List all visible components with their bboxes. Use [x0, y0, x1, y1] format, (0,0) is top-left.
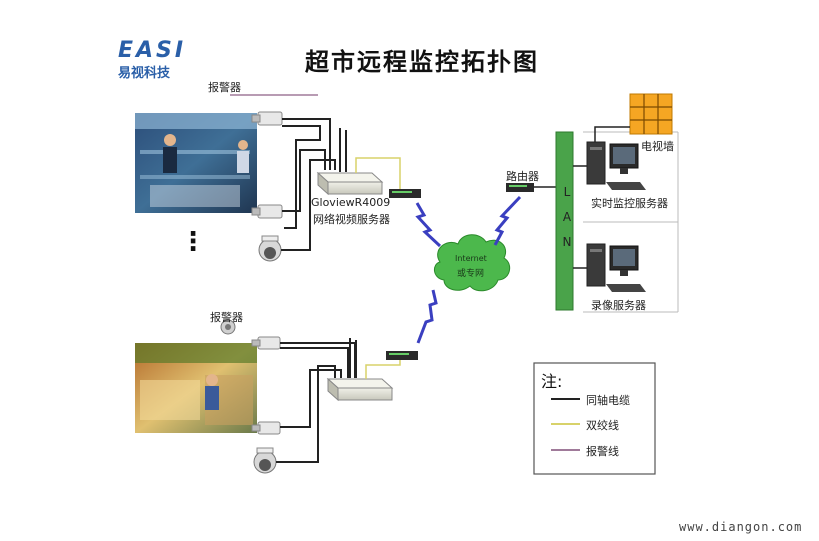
alarm-label-bottom: 报警器: [210, 311, 243, 324]
internet-cloud: [434, 234, 511, 292]
lightning-links: [415, 195, 522, 344]
router-1: [389, 189, 421, 198]
router-label: 路由器: [506, 170, 539, 183]
lan-letter-a: A: [562, 210, 572, 224]
server1-antennas: [339, 128, 347, 172]
dome-camera-2: [253, 447, 277, 474]
watermark: www.diangon.com: [679, 520, 803, 534]
coax-cables-group-2: [276, 342, 356, 463]
server-model-label: GloviewR4009: [311, 196, 391, 209]
monitor-server-pc: [586, 141, 646, 190]
legend-box: [533, 362, 656, 475]
record-server-label: 录像服务器: [591, 299, 646, 312]
legend-item-alarm-line: 报警线: [586, 445, 619, 458]
camera-bottom-2: [251, 421, 281, 435]
dome-camera-1: [258, 235, 282, 262]
server2-antennas: [349, 338, 357, 378]
twisted-pair-1: [355, 157, 401, 190]
cloud-label-internet: Internet: [455, 254, 487, 263]
store-photo-2: [135, 343, 257, 433]
server-name-label: 网络视频服务器: [313, 213, 390, 226]
video-server-2: [326, 377, 394, 402]
video-server-1: [316, 171, 384, 196]
twisted-pair-2: [365, 356, 401, 379]
legend-item-coax: 同轴电缆: [586, 394, 630, 407]
diagram-title: 超市远程监控拓扑图: [305, 48, 539, 76]
lan-letter-n: N: [562, 235, 572, 249]
lan-bar: [555, 131, 574, 311]
alarm-label-top: 报警器: [208, 81, 241, 94]
logo-company: 易视科技: [118, 66, 171, 81]
legend-title: 注:: [541, 372, 563, 391]
logo-brand: EASI: [118, 38, 187, 63]
monitor-server-label: 实时监控服务器: [591, 197, 668, 210]
cloud-label-private: 或专网: [457, 269, 485, 279]
legend-item-twisted-pair: 双绞线: [586, 419, 619, 432]
camera-bottom-1: [251, 336, 281, 350]
store-photo-1: [135, 113, 257, 213]
camera-top-2: [251, 204, 283, 219]
coax-cables-group-1: [281, 118, 336, 251]
lan-letter-l: L: [563, 185, 571, 199]
alarm-device-bottom: [220, 319, 236, 335]
tv-wall-label: 电视墙: [641, 140, 674, 153]
record-server-pc: [586, 243, 646, 292]
ellipsis-more-stores: ⋮: [180, 227, 206, 257]
router-lan: [506, 183, 534, 192]
router-2: [386, 351, 418, 360]
tv-wall: [629, 93, 673, 135]
